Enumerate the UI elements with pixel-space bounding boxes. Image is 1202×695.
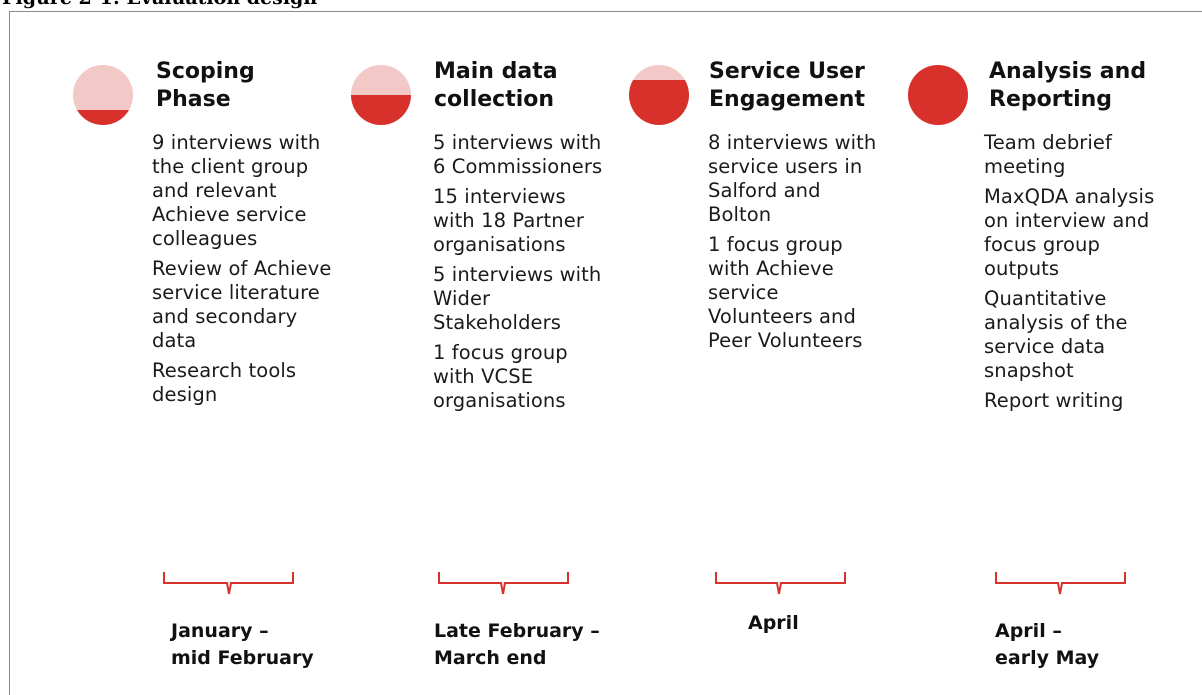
period-line: January – bbox=[171, 620, 269, 642]
period-line: March end bbox=[434, 647, 547, 669]
activity-list: 5 interviews with 6 Commissioners 15 int… bbox=[433, 131, 613, 419]
phase-title: Main data collection bbox=[434, 58, 558, 114]
activity-list: 8 interviews with service users in Salfo… bbox=[708, 131, 888, 359]
phase-title-line: Analysis and bbox=[989, 59, 1147, 84]
half-filled-circle-icon bbox=[351, 65, 411, 125]
activity-item: 8 interviews with service users in Salfo… bbox=[708, 131, 877, 226]
diagram-frame: Scoping Phase 9 interviews with the clie… bbox=[9, 11, 1202, 695]
phase-title-line: Scoping bbox=[156, 59, 255, 84]
phase-title-line: Engagement bbox=[709, 87, 865, 112]
activity-item: 9 interviews with the client group and r… bbox=[152, 131, 321, 250]
period-line: early May bbox=[995, 647, 1100, 669]
activity-item: Quantitative analysis of the service dat… bbox=[984, 287, 1128, 382]
period-line: mid February bbox=[171, 647, 314, 669]
phase-title-line: Reporting bbox=[989, 87, 1113, 112]
timeline-bracket bbox=[438, 572, 569, 595]
phase-period: April – early May bbox=[995, 618, 1099, 672]
quarter-filled-circle-icon bbox=[73, 65, 133, 125]
three-quarter-filled-circle-icon bbox=[629, 65, 689, 125]
activity-item: Review of Achieve service literature and… bbox=[152, 257, 332, 352]
activity-item: Team debrief meeting bbox=[984, 131, 1112, 178]
activity-list: Team debrief meeting MaxQDA analysis on … bbox=[984, 131, 1164, 419]
activity-list: 9 interviews with the client group and r… bbox=[152, 131, 332, 413]
timeline-bracket bbox=[715, 572, 846, 595]
phase-period: Late February – March end bbox=[434, 618, 600, 672]
activity-item: 1 focus group with Achieve service Volun… bbox=[708, 233, 863, 352]
period-line: April – bbox=[995, 620, 1062, 642]
activity-item: 5 interviews with Wider Stakeholders bbox=[433, 263, 602, 334]
activity-item: 1 focus group with VCSE organisations bbox=[433, 341, 568, 412]
period-line: April bbox=[748, 612, 799, 634]
phase-title-line: Phase bbox=[156, 87, 231, 112]
phase-title: Scoping Phase bbox=[156, 58, 255, 114]
phase-period: April bbox=[748, 610, 799, 637]
circle-fill bbox=[351, 95, 411, 125]
activity-item: 15 interviews with 18 Partner organisati… bbox=[433, 185, 584, 256]
phase-title: Analysis and Reporting bbox=[989, 58, 1146, 114]
activity-item: MaxQDA analysis on interview and focus g… bbox=[984, 185, 1155, 280]
phase-title: Service User Engagement bbox=[709, 58, 865, 114]
full-circle-icon bbox=[908, 65, 968, 125]
phase-title-line: Service User bbox=[709, 59, 865, 84]
phase-title-line: Main data bbox=[434, 59, 558, 84]
circle-fill bbox=[908, 65, 968, 125]
figure-caption: Figure 2-1: Evaluation design bbox=[2, 0, 317, 9]
timeline-bracket bbox=[995, 572, 1126, 595]
activity-item: 5 interviews with 6 Commissioners bbox=[433, 131, 603, 178]
activity-item: Research tools design bbox=[152, 359, 297, 406]
phase-title-line: collection bbox=[434, 87, 555, 112]
phase-period: January – mid February bbox=[171, 618, 314, 672]
period-line: Late February – bbox=[434, 620, 600, 642]
circle-fill bbox=[629, 80, 689, 125]
circle-fill bbox=[77, 110, 129, 125]
timeline-bracket bbox=[163, 572, 294, 595]
activity-item: Report writing bbox=[984, 389, 1124, 412]
